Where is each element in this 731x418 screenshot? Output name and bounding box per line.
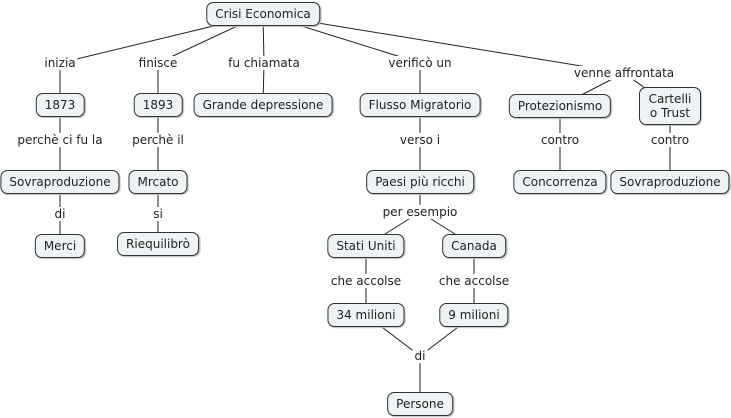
link-label-perche-ci-fu-la: perchè ci fu la — [15, 133, 105, 147]
link-label-di: di — [412, 349, 428, 363]
link-label-perche-il: perchè il — [130, 133, 186, 147]
concept-paesi-piu-ricchi[interactable]: Paesi più ricchi — [366, 170, 474, 194]
concept-concorrenza[interactable]: Concorrenza — [513, 170, 607, 194]
concept-34-milioni[interactable]: 34 milioni — [327, 303, 405, 327]
link-label-fu-chiamata: fu chiamata — [226, 56, 302, 70]
link-label-verifico-un: verificò un — [386, 56, 454, 70]
link-label-per-esempio: per esempio — [380, 205, 460, 219]
concept-sovraproduzione[interactable]: Sovraproduzione — [0, 170, 120, 194]
concept-merci[interactable]: Merci — [34, 234, 86, 258]
concept-1873[interactable]: 1873 — [35, 93, 85, 117]
concept-flusso-migratorio[interactable]: Flusso Migratorio — [359, 93, 481, 117]
link-label-si: si — [151, 207, 165, 221]
concept-mrcato[interactable]: Mrcato — [128, 170, 188, 194]
link-label-che-accolse: che accolse — [436, 274, 512, 288]
concept-sovraproduzione-2[interactable]: Sovraproduzione — [610, 170, 730, 194]
link-label-contro: contro — [538, 133, 582, 147]
link-label-inizia: inizia — [42, 56, 78, 70]
concept-9-milioni[interactable]: 9 milioni — [439, 303, 509, 327]
concept-persone[interactable]: Persone — [387, 392, 453, 416]
concept-cartelli-o-trust[interactable]: Cartelli o Trust — [639, 87, 701, 125]
concept-protezionismo[interactable]: Protezionismo — [508, 94, 612, 118]
link-label-che-accolse: che accolse — [328, 274, 404, 288]
concept-riequilibro[interactable]: Riequilibrò — [117, 232, 199, 256]
link-label-venne-affrontata: venne affrontata — [571, 66, 677, 80]
link-label-verso-i: verso i — [397, 133, 443, 147]
concept-canada[interactable]: Canada — [442, 234, 506, 258]
concept-1893[interactable]: 1893 — [133, 93, 183, 117]
link-label-contro: contro — [648, 133, 692, 147]
concept-grande-depressione[interactable]: Grande depressione — [193, 93, 333, 117]
link-label-finisce: finisce — [136, 56, 180, 70]
concept-stati-uniti[interactable]: Stati Uniti — [327, 234, 405, 258]
link-label-di: di — [52, 207, 68, 221]
concept-crisi-economica[interactable]: Crisi Economica — [206, 2, 320, 26]
